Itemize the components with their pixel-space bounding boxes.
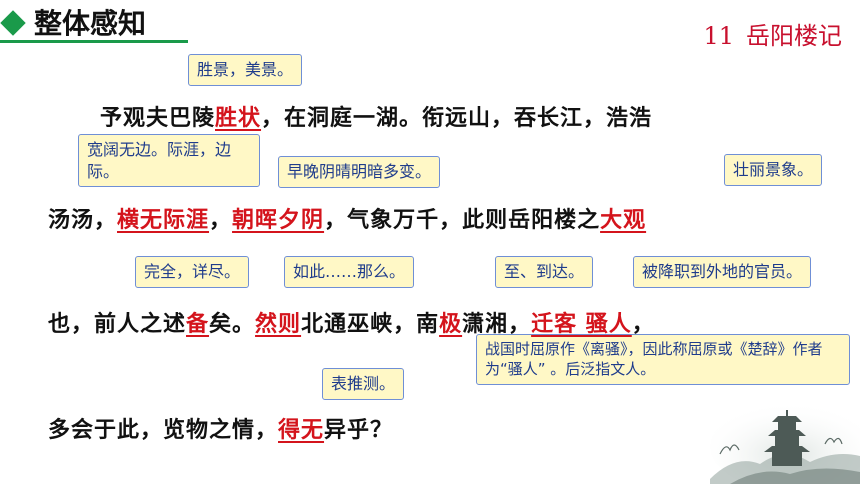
- section-title: 整体感知: [34, 7, 147, 40]
- header-underline: [0, 40, 188, 43]
- lesson-number: 11: [703, 22, 734, 50]
- key-term: 得无: [278, 417, 325, 443]
- key-term: 备: [186, 311, 210, 337]
- note-bei: 完全，详尽。: [135, 256, 250, 288]
- key-term: 极: [439, 311, 463, 337]
- key-term: 大观: [600, 207, 647, 233]
- lesson-title: 11 岳阳楼记: [703, 16, 842, 51]
- note-daguan: 壮丽景象。: [724, 154, 823, 186]
- diamond-icon: [0, 10, 26, 36]
- lesson-name: 岳阳楼记: [746, 22, 842, 50]
- passage-line-2: 汤汤，横无际涯，朝晖夕阴，气象万千，此则岳阳楼之大观: [48, 207, 647, 233]
- note-zhaohuixiyin: 早晚阴晴明暗多变。: [278, 156, 441, 188]
- note-qianke: 被降职到外地的官员。: [633, 256, 812, 288]
- passage-line-4: 多会于此，览物之情，得无异乎？: [48, 417, 394, 443]
- note-hengwujiya: 宽阔无边。际涯，边际。: [78, 134, 260, 188]
- key-term: 胜状: [215, 105, 262, 131]
- note-ji: 至、到达。: [495, 256, 594, 288]
- key-term: 朝晖夕阴: [232, 207, 325, 233]
- passage-line-1: 予观夫巴陵胜状，在洞庭一湖。衔远山，吞长江，浩浩: [100, 105, 653, 131]
- key-term: 然则: [255, 311, 302, 337]
- section-header: 整体感知: [0, 0, 200, 44]
- note-saoren: 战国时屈原作《离骚》，因此称屈原或《楚辞》作者为“骚人” 。后泛指文人。: [476, 334, 850, 385]
- key-term: 迁客 骚人: [531, 311, 632, 337]
- note-ranze: 如此……那么。: [284, 256, 415, 288]
- key-term: 横无际涯: [117, 207, 210, 233]
- note-dewu: 表推测。: [322, 368, 405, 400]
- pavilion-illustration: [710, 401, 860, 484]
- passage-line-3: 也，前人之述备矣。然则北通巫峡，南极潇湘，迁客 骚人，: [48, 311, 655, 337]
- note-shengzhuang: 胜景，美景。: [188, 54, 303, 86]
